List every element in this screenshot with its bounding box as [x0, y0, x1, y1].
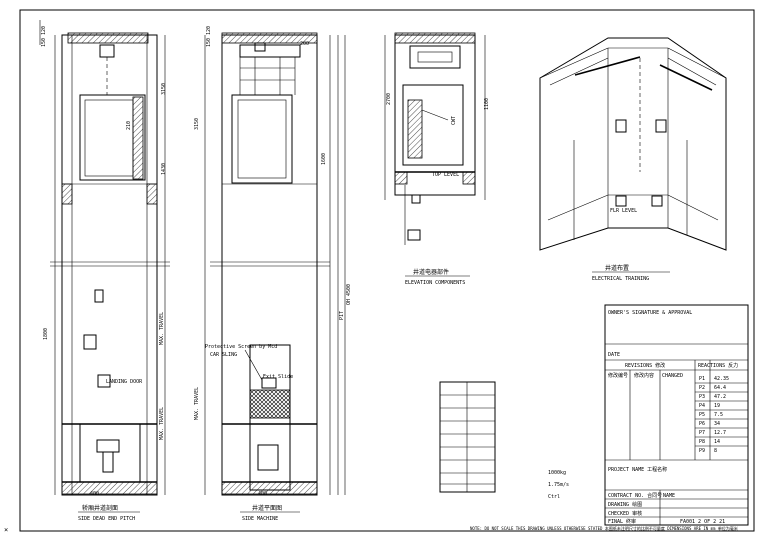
date-label: DATE [608, 352, 620, 358]
reaction-value: 12.7 [714, 430, 726, 436]
rev-col-2: 修改内容 [634, 372, 654, 379]
protective-screen [249, 389, 291, 419]
checked-label: CHECKED 审核 [608, 510, 642, 517]
speed-label: 1.75m/s [548, 482, 569, 488]
reaction-key: P7 [699, 430, 705, 436]
reaction-value: 64.4 [714, 385, 726, 391]
small-grid-table [439, 381, 496, 493]
control-label: Ctrl [548, 494, 560, 500]
corner-mark: × [4, 526, 8, 534]
revisions-label: REVISIONS 修改 [625, 362, 665, 369]
cwt-label: CWT [451, 116, 457, 125]
dim-label: 1800 [43, 328, 49, 340]
title-block: OWNER'S SIGNATURE & APPROVAL DATE REVISI… [604, 304, 749, 526]
top-level-label: TOP LEVEL [432, 172, 459, 178]
protective-screen-label: Protective Screen by Mcd [205, 344, 277, 350]
drawing-label: DRAWING 绘图 [608, 501, 642, 508]
overhead-label: OH 4500 [346, 284, 352, 305]
reaction-key: P5 [699, 412, 705, 418]
reaction-key: P8 [699, 439, 705, 445]
view-title-en: ELECTRICAL TRAINING [592, 276, 649, 282]
owner-label: OWNER'S SIGNATURE & APPROVAL [608, 310, 692, 316]
dim-label: 1600 [321, 153, 327, 165]
dim-label: 400 [258, 491, 267, 497]
dim-label: 1100 [484, 98, 490, 110]
final-label: FINAL 终审 [608, 518, 636, 525]
exit-slide-label: Exit Slide [263, 374, 293, 380]
dim-label: 3150 [161, 83, 167, 95]
max-travel-label: MAX. TRAVEL [194, 387, 200, 420]
reaction-key: P3 [699, 394, 705, 400]
capacity-label: 1000kg [548, 470, 566, 476]
reaction-key: P4 [699, 403, 705, 409]
dim-label: 1430 [161, 163, 167, 175]
reactions-label: REACTIONS 反力 [698, 362, 738, 369]
view-side-dead-end: 150 120 210 3150 1430 MAX. TRAVEL MAX. T… [39, 20, 170, 522]
reaction-key: P6 [699, 421, 705, 427]
reaction-key: P9 [699, 448, 705, 454]
reaction-value: 14 [714, 439, 720, 445]
reaction-key: P1 [699, 376, 705, 382]
contract-label: CONTRACT NO. 合同号 [608, 492, 662, 499]
view-title-cn: 轿厢井道剖面 [82, 504, 118, 512]
rev-col-1: 修改编号 [608, 372, 628, 379]
reaction-value: 47.2 [714, 394, 726, 400]
view-title-en: SIDE MACHINE [242, 516, 278, 522]
reaction-key: P2 [699, 385, 705, 391]
dim-label: 2700 [386, 93, 392, 105]
reaction-value: 42.35 [714, 376, 729, 382]
view-side-machine: 3150 150 120 200 1600 MAX. TRAVEL Protec… [194, 26, 331, 522]
drawing-number: FA001 2 OF 2 21 [680, 519, 725, 525]
dim-label: 3150 [194, 118, 200, 130]
view-elevation-components: 2700 TOP LEVEL CWT 1100 井道电器部件 ELEVATION… [384, 32, 490, 286]
view-title-cn: 井道平面图 [252, 504, 282, 512]
dim-label: 210 [126, 121, 132, 130]
dim-label: 200 [300, 41, 309, 47]
landing-door-label: LANDING DOOR [106, 379, 143, 385]
rev-col-3: CHANGED [662, 373, 683, 379]
dim-label: 150 120 [206, 26, 212, 47]
footer-note: NOTE: DO NOT SCALE THIS DRAWING UNLESS O… [470, 525, 738, 531]
reaction-value: 19 [714, 403, 720, 409]
view-title-en: ELEVATION COMPONENTS [405, 280, 465, 286]
reaction-value: 7.5 [714, 412, 723, 418]
reaction-value: 8 [714, 448, 717, 454]
project-label: PROJECT NAME 工程名称 [608, 466, 667, 473]
view-title-cn: 井道电器部件 [413, 268, 449, 276]
dim-label: 150 120 [41, 26, 47, 47]
floor-level-label: FLR LEVEL [610, 208, 637, 214]
max-travel-label: MAX. TRAVEL [159, 312, 165, 345]
pit-label: PIT [339, 311, 345, 320]
view-electrical-training: FLR LEVEL 井道布置 ELECTRICAL TRAINING [539, 37, 727, 282]
name-label: NAME [663, 493, 675, 499]
car-sling-label: CAR SLING [210, 352, 237, 358]
dim-label: 400 [90, 491, 99, 497]
reaction-value: 34 [714, 421, 720, 427]
sheet-border [19, 9, 755, 532]
view-title-en: SIDE DEAD END PITCH [78, 516, 135, 522]
view-title-cn: 井道布置 [605, 264, 629, 272]
max-travel-label: MAX. TRAVEL [159, 407, 165, 440]
